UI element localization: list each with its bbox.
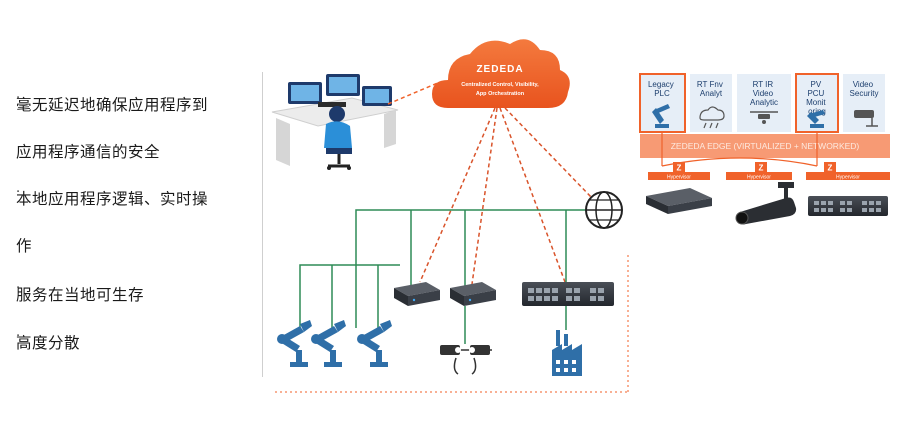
zededa-edge-banner [640,134,890,158]
bullet-dot: · [16,281,21,296]
svg-text:Z: Z [677,164,682,173]
vertical-divider [262,72,263,377]
app-title-video-security: Video Security [850,80,879,98]
bullet-text: 作 [16,237,33,255]
app-tile-legacy-plc [640,74,685,132]
bullet-0-line-1: 应用程序通信的安全 [16,140,160,162]
app-title-pv-pcu: PV PCU Monit oring [806,80,828,116]
app-title-rt-ir: RT IR Video Analytic [750,80,778,107]
svg-text:Z: Z [759,164,764,173]
edge-server-icon [522,282,614,306]
factory-icon [552,330,582,376]
app-title-rt-fnv: RT Fnv Analyt [697,80,725,98]
bullet-dot: · [16,91,21,106]
internet-globe-icon [585,191,623,229]
bullet-text: 服务在当地可生存 [16,286,145,304]
cloud-tagline-1: Centralized Control, Visibility, [461,82,539,88]
app-tiles-panel: Legacy PLC RT Fnv Analyt RT IR Video Ana… [639,73,890,225]
drone-icon [750,111,778,124]
bullet-3-line-0: ·高度分散 [16,329,81,353]
hypervisor-strip-1 [648,172,710,180]
cloud-tagline-2: App Orchestration [476,91,525,97]
robot-arm-icon [652,104,670,128]
cloud-logo: ZEDEDA [476,64,523,75]
app-connector-arc [661,157,818,167]
link-cloud-gateway-2 [471,107,498,285]
link-cloud-edge-server [499,107,566,283]
weather-icon [699,106,725,129]
z-badge-1: Z [673,162,685,173]
hypervisor-label-2: Hypervisor [747,175,771,181]
robot-arm-icon-3 [357,320,392,367]
edge-gateway-device-icon [646,188,712,214]
green-network [299,209,586,344]
robot-arm-icon-2 [311,320,346,367]
robot-arm-icon-1 [277,320,312,367]
bullet-dot: · [16,329,21,344]
operator-workstation-icon [271,74,399,170]
app-tile-pv-pcu [796,74,838,132]
zededa-cloud-icon [432,39,570,109]
edge-server-device-icon [808,196,888,216]
link-workstation-cloud [387,81,441,105]
security-camera-icons [440,345,492,375]
cloud-downlinks [419,107,593,285]
app-tile-video-security [843,74,885,132]
app-title-legacy-plc: Legacy PLC [648,80,676,98]
edge-gateway-box-2 [450,282,496,306]
hypervisor-label-3: Hypervisor [836,175,860,181]
z-badge-3: Z [824,162,836,173]
bullet-text: 高度分散 [16,334,81,352]
hypervisor-strip-2 [726,172,792,180]
hypervisor-strip-3 [806,172,890,180]
app-tile-rt-fnv [690,74,732,132]
bullet-2-line-0: ·服务在当地可生存 [16,281,145,305]
bullet-camera-device-icon [735,182,797,225]
z-badge-2: Z [755,162,767,173]
bullet-dot: · [16,185,21,200]
net-backbone [355,209,586,328]
svg-text:Z: Z [828,164,833,173]
link-cloud-internet [504,107,593,199]
bullet-text: 毫无延迟地确保应用程序到 [16,96,209,114]
feature-bullet-list: ·毫无延迟地确保应用程序到 应用程序通信的安全 ·本地应用程序逻辑、实时操 作 … [0,0,260,432]
bullet-0-line-0: ·毫无延迟地确保应用程序到 [16,91,209,115]
security-camera-icon [854,110,878,127]
bullet-1-line-0: ·本地应用程序逻辑、实时操 [16,185,209,209]
net-robot-branch [299,264,400,328]
bullet-text: 应用程序通信的安全 [16,143,161,161]
robot-arm-icon [807,110,825,128]
link-cloud-gateway-1 [419,107,496,283]
zededa-edge-banner-text: ZEDEDA EDGE (VIRTUALIZED + NETWORKED) [671,141,860,151]
hypervisor-label-1: Hypervisor [667,175,691,181]
bullet-text: 本地应用程序逻辑、实时操 [16,190,209,208]
bullet-1-line-1: 作 [16,234,32,256]
edge-gateway-box-1 [394,282,440,306]
